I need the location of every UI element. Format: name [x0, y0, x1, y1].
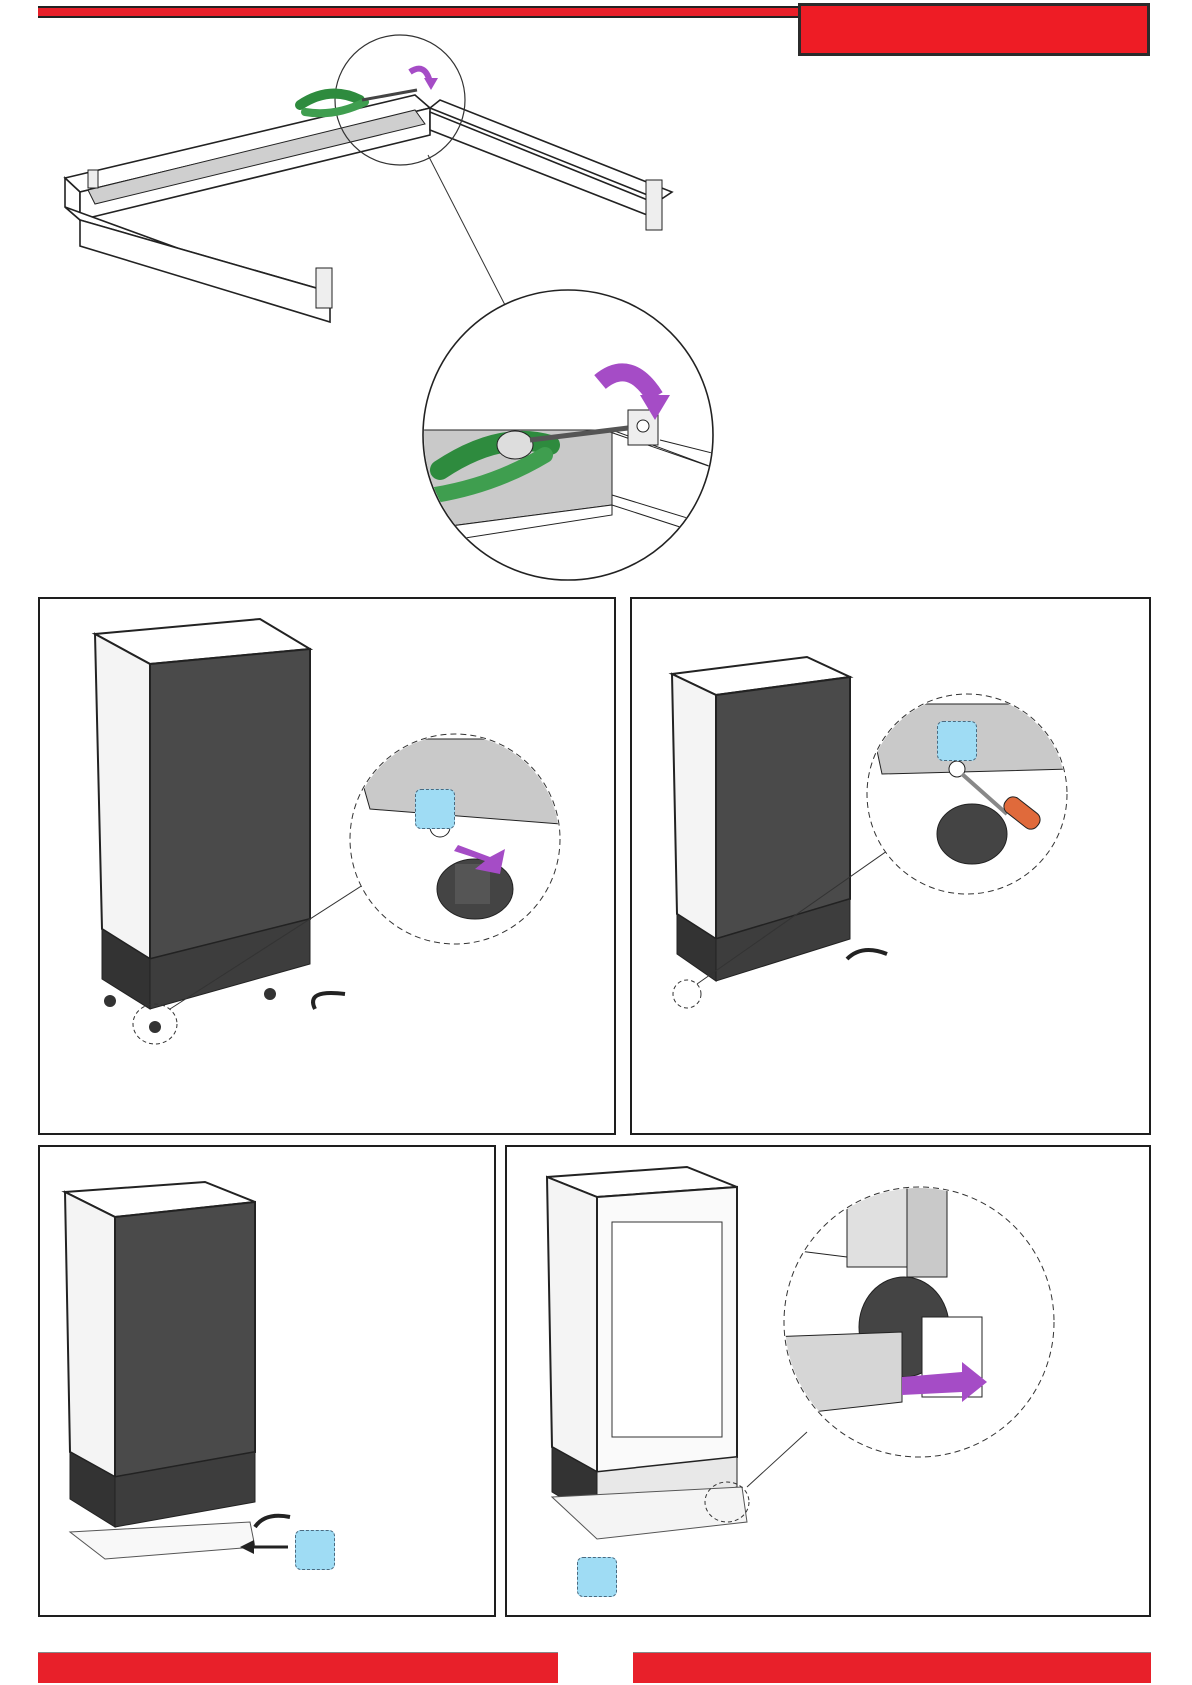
step-2-panel [630, 597, 1151, 1135]
step-2-callout [937, 721, 977, 761]
cabinet-base-illustration [40, 1147, 498, 1619]
footer-left-bar [38, 1652, 558, 1683]
step-3-callout [295, 1530, 335, 1570]
step-4-panel [505, 1145, 1151, 1617]
cabinet-caster-illustration [40, 599, 618, 1137]
footer-right-bar [633, 1652, 1151, 1683]
step-3-panel [38, 1145, 496, 1617]
cabinet-slide-illustration [507, 1147, 1153, 1619]
step-4-callout [577, 1557, 617, 1597]
step-1-callout [415, 789, 455, 829]
frame-illustration [0, 0, 1192, 600]
cabinet-screw-illustration [632, 599, 1153, 1137]
step-1-panel [38, 597, 616, 1135]
